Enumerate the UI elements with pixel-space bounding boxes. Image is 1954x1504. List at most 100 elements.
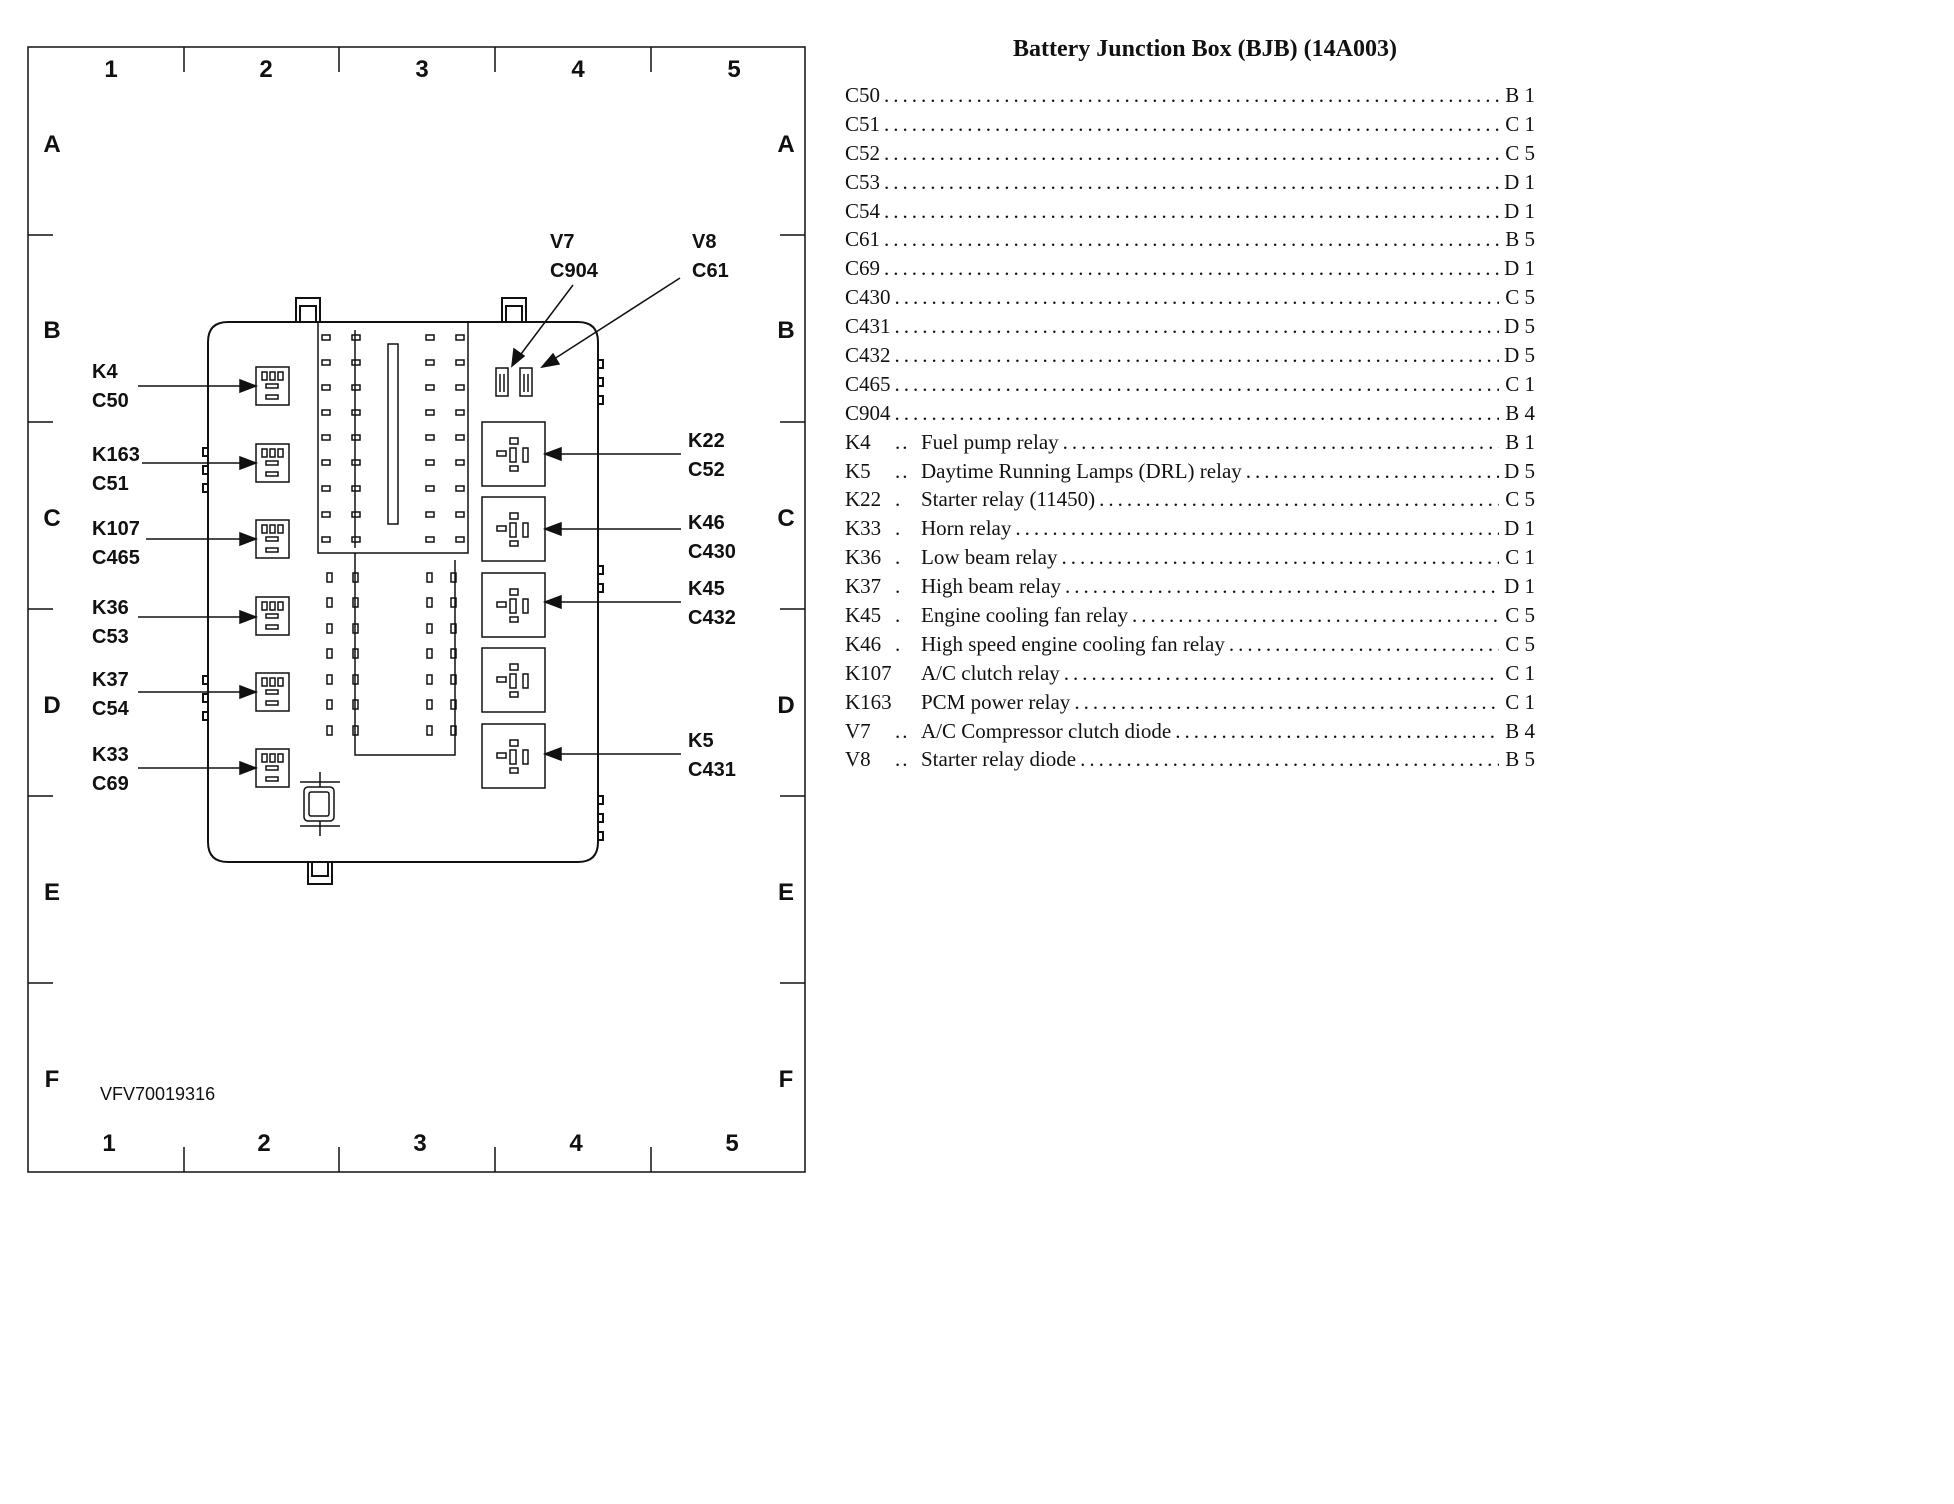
callout-k45-connector: C432 <box>688 607 736 629</box>
legend-component-description: Engine cooling fan relay <box>921 603 1129 628</box>
legend-component-separator: .. <box>895 718 910 743</box>
legend-connector-id: C431 <box>845 314 891 339</box>
row-label-right-d: D <box>777 692 794 719</box>
leader-dots: ........................................… <box>894 400 1499 425</box>
callout-v8-diode: V8 <box>692 231 716 253</box>
leader-dots: ........................................… <box>894 285 1499 310</box>
relay-k4-icon <box>255 366 290 406</box>
legend-connector-id: C61 <box>845 227 881 252</box>
row-label-right-c: C <box>777 505 794 532</box>
legend-component-row: K46.High speed engine cooling fan relay.… <box>845 630 1535 659</box>
leader-dots: ........................................… <box>1099 487 1499 512</box>
callout-k37-relay: K37 <box>92 669 129 691</box>
row-label-right-e: E <box>778 879 794 906</box>
leader-dots: ........................................… <box>884 198 1499 223</box>
legend-component-id: K36 <box>845 545 882 570</box>
legend-connector-location: C 5 <box>1505 140 1535 165</box>
legend-connector-row: C50.....................................… <box>845 81 1535 110</box>
callout-v7-diode: V7 <box>550 231 574 253</box>
legend-component-location: C 1 <box>1505 545 1535 570</box>
legend-component-id: K107 <box>845 660 892 685</box>
legend-connector-id: C52 <box>845 140 881 165</box>
leader-dots: ........................................… <box>1015 516 1499 541</box>
legend-component-location: B 4 <box>1505 718 1535 743</box>
callout-k107-connector: C465 <box>92 547 140 569</box>
relay-k163-icon <box>255 443 290 483</box>
relay-k33-icon <box>255 748 290 788</box>
legend-connector-location: D 5 <box>1504 314 1535 339</box>
callout-k37-connector: C54 <box>92 698 130 720</box>
legend-component-separator: . <box>895 545 903 570</box>
legend-panel: Battery Junction Box (BJB) (14A003) C50.… <box>845 36 1535 774</box>
callout-v7-connector: C904 <box>550 260 599 282</box>
junction-box-diagram: 1 2 3 4 5 1 2 3 4 5 A B C D E F A B C D … <box>27 46 806 1173</box>
row-label-left-b: B <box>43 317 60 344</box>
legend-connector-row: C432....................................… <box>845 341 1535 370</box>
legend-component-id: K37 <box>845 574 882 599</box>
relay-k107-icon <box>255 519 290 559</box>
legend-component-separator: . <box>895 631 903 656</box>
legend-component-id: K46 <box>845 631 882 656</box>
legend-connector-row: C904....................................… <box>845 399 1535 428</box>
legend-component-row: K4..Fuel pump relay.....................… <box>845 428 1535 457</box>
legend-connector-id: C904 <box>845 400 891 425</box>
fuse-block-lower <box>326 553 457 756</box>
legend-component-id: K4 <box>845 429 871 454</box>
relay-k5-icon <box>481 723 546 789</box>
legend-component-location: C 1 <box>1505 660 1535 685</box>
row-label-left-e: E <box>44 879 60 906</box>
row-label-right-b: B <box>777 317 794 344</box>
legend-connector-id: C50 <box>845 83 881 107</box>
legend-component-id: K33 <box>845 516 882 541</box>
leader-dots: ........................................… <box>894 371 1499 396</box>
legend-component-id: K45 <box>845 603 882 628</box>
relay-k36-icon <box>255 596 290 636</box>
legend-component-location: D 5 <box>1504 458 1535 483</box>
relay-unlabeled-icon <box>481 647 546 713</box>
legend-component-location: D 1 <box>1504 516 1535 541</box>
col-label-top-4: 4 <box>571 56 585 83</box>
figure-id: VFV70019316 <box>100 1084 215 1104</box>
junction-box-body <box>202 297 604 885</box>
legend-component-description: Fuel pump relay <box>921 429 1059 454</box>
row-label-left-a: A <box>43 131 60 158</box>
legend-connector-row: C431....................................… <box>845 312 1535 341</box>
callout-k46-relay: K46 <box>688 512 725 534</box>
legend-connector-location: C 1 <box>1505 371 1535 396</box>
legend-title: Battery Junction Box (BJB) (14A003) <box>1013 36 1397 62</box>
legend-connector-id: C432 <box>845 343 891 368</box>
legend-connector-row: C69.....................................… <box>845 254 1535 283</box>
relay-k46-icon <box>481 496 546 562</box>
top-column-ticks <box>183 47 652 1172</box>
col-label-top-2: 2 <box>259 56 272 83</box>
legend-connector-row: C51.....................................… <box>845 110 1535 139</box>
legend-connector-id: C465 <box>845 371 891 396</box>
legend-connector-row: C465....................................… <box>845 370 1535 399</box>
legend-connector-row: C430....................................… <box>845 283 1535 312</box>
callout-k4-connector: C50 <box>92 390 129 412</box>
legend-connector-row: C61.....................................… <box>845 225 1535 254</box>
leader-dots: ........................................… <box>894 343 1499 368</box>
legend-connector-row: C53.....................................… <box>845 168 1535 197</box>
col-label-top-3: 3 <box>415 56 428 83</box>
mega-fuse-icon <box>300 772 340 836</box>
row-label-left-c: C <box>43 505 60 532</box>
callout-k163-relay: K163 <box>92 444 140 466</box>
legend-component-row: K45.Engine cooling fan relay............… <box>845 601 1535 630</box>
legend-connector-location: D 1 <box>1504 169 1535 194</box>
leader-dots: ........................................… <box>884 83 1499 107</box>
leader-dots: ........................................… <box>1245 458 1499 483</box>
leader-dots: ........................................… <box>1061 545 1499 570</box>
callout-k5-connector: C431 <box>688 759 736 781</box>
relay-k37-icon <box>255 672 290 712</box>
legend-component-row: K37.High beam relay.....................… <box>845 572 1535 601</box>
legend-component-description: Daytime Running Lamps (DRL) relay <box>921 458 1242 483</box>
legend-component-separator: .. <box>895 429 910 454</box>
leader-dots: ........................................… <box>894 314 1499 339</box>
callout-k22-relay: K22 <box>688 430 725 452</box>
legend-component-separator: . <box>895 603 903 628</box>
relay-k22-icon <box>481 421 546 487</box>
leader-dots: ........................................… <box>884 140 1499 165</box>
legend-component-description: High beam relay <box>921 574 1061 599</box>
